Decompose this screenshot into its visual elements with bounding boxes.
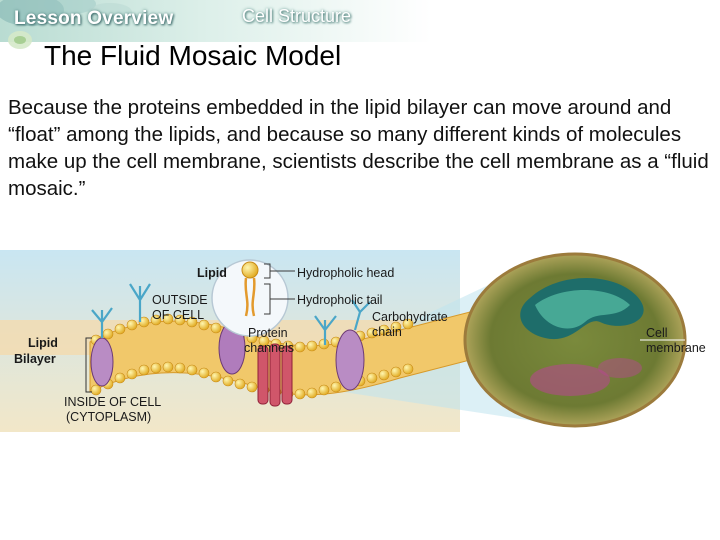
- protein-channels-label-line1: Protein: [248, 326, 288, 340]
- lipid-bilayer-label-line1: Lipid: [28, 336, 58, 350]
- protein-channel: [257, 343, 293, 407]
- carbohydrate-chain-label-line2: chain: [372, 325, 402, 339]
- fluid-mosaic-diagram: Lipid Hydropholic head Hydropholic tail …: [0, 250, 720, 432]
- lesson-overview-label: Lesson Overview: [14, 8, 174, 29]
- cell-membrane-label-line1: Cell: [646, 326, 668, 340]
- carbohydrate-chain-label-line1: Carbohydrate: [372, 310, 448, 324]
- decorative-cells-graphic: [0, 0, 132, 49]
- outside-cell-label-line1: OUTSIDE: [152, 293, 208, 307]
- protein-channels-label-line2: channels: [244, 341, 294, 355]
- lipid-label: Lipid: [197, 266, 227, 280]
- lipid-callout: [211, 259, 295, 337]
- body-paragraph: Because the proteins embedded in the lip…: [8, 96, 709, 200]
- topic-label: Cell Structure: [242, 6, 352, 26]
- carbohydrate-chains: [91, 283, 371, 345]
- inside-cell-label-line1: INSIDE OF CELL: [64, 395, 161, 409]
- cell-micrograph: [463, 252, 687, 428]
- hydrophilic-head-label: Hydropholic head: [297, 266, 394, 280]
- slide-title: The Fluid Mosaic Model: [44, 40, 342, 71]
- hydrophobic-tail-label: Hydropholic tail: [297, 293, 382, 307]
- lipid-bilayer-label-line2: Bilayer: [14, 352, 56, 366]
- outside-cell-label-line2: OF CELL: [152, 308, 204, 322]
- cell-membrane-label-line2: membrane: [646, 341, 706, 355]
- bilayer-bracket: [85, 337, 92, 393]
- inside-cell-label-line2: (CYTOPLASM): [66, 410, 151, 424]
